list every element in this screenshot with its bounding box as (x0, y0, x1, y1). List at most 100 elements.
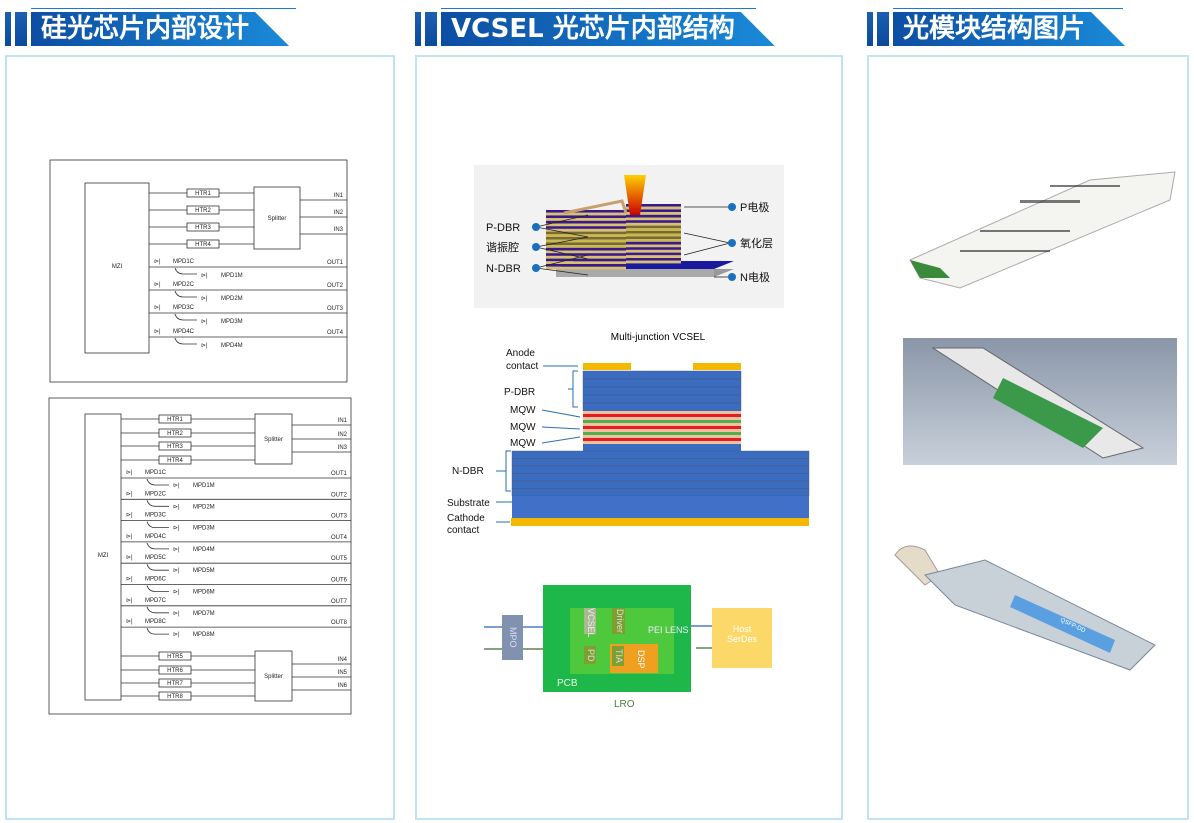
output-label: OUT1 (327, 260, 344, 266)
heater-label: HTR2 (167, 431, 183, 437)
heater-label: HTR2 (195, 208, 211, 214)
mpd-m-label: MPD7M (193, 611, 215, 617)
photodiode-icon: ⊳| (173, 504, 180, 510)
label-substrate: Substrate (447, 498, 490, 509)
label-anode: Anode (506, 348, 535, 359)
driver-block: Driver (612, 608, 625, 634)
input-label: IN4 (338, 657, 348, 663)
pei-lens-label: PEI LENS (648, 625, 689, 635)
signal-arrows (484, 625, 712, 650)
label-p-dbr: P-DBR (504, 387, 535, 398)
heater-block (158, 441, 192, 451)
output-label: OUT5 (331, 556, 348, 562)
mzi-block (84, 182, 150, 354)
output-label: OUT2 (331, 492, 348, 498)
heater-block (186, 205, 220, 215)
lro-caption: LRO (614, 699, 635, 710)
heater-label: HTR5 (167, 654, 183, 660)
pd-block: PD (584, 646, 596, 664)
schematic-frame (49, 159, 348, 383)
mpd-m-label: MPD4M (193, 547, 215, 553)
vcsel-block: VCSEL (584, 608, 596, 638)
panel-silicon-photonics (5, 55, 395, 820)
label-cathode-2: contact (447, 525, 479, 536)
photodiode-icon: ⊳| (126, 491, 133, 497)
schematic-frame (48, 397, 352, 715)
mpd-c-label: MPD1C (145, 470, 167, 476)
pcb-label: PCB (557, 678, 578, 689)
mpd-c-label: MPD5C (145, 555, 167, 561)
label-cathode: Cathode (447, 513, 485, 524)
photodiode-icon: ⊳| (154, 259, 161, 265)
input-label: IN2 (338, 432, 348, 438)
splitter-label: Splitter (268, 216, 287, 222)
heater-block (158, 678, 192, 688)
input-label: IN2 (334, 210, 344, 216)
heater-label: HTR6 (167, 668, 183, 674)
input-label: IN1 (338, 418, 348, 424)
photodiode-icon: ⊳| (173, 632, 180, 638)
mpd-m-label: MPD8M (193, 632, 215, 638)
heater-label: HTR1 (167, 417, 183, 423)
module-photo-2 (903, 338, 1177, 465)
mpd-c-label: MPD4C (173, 329, 195, 335)
splitter-block (254, 650, 293, 702)
output-label: OUT6 (331, 578, 348, 584)
tia-block: TIA (612, 646, 624, 666)
mpd-c-label: MPD6C (145, 577, 167, 583)
section-header-1: 硅光芯片内部设计 (5, 8, 305, 46)
photodiode-icon: ⊳| (126, 619, 133, 625)
mzi-block (84, 413, 122, 701)
section-header-2: VCSEL 光芯片内部结构 (415, 8, 765, 46)
mpd-c-label: MPD4C (145, 534, 167, 540)
heater-block (158, 651, 192, 661)
schematic-4ch: MZISplitterHTR1HTR2HTR3HTR4IN1IN2IN3OUT1… (48, 159, 352, 715)
section-header-3: 光模块结构图片 (867, 8, 1132, 46)
label-p-dbr: P-DBR (486, 222, 520, 234)
photodiode-icon: ⊳| (126, 470, 133, 476)
mpd-c-label: MPD2C (145, 491, 167, 497)
heater-label: HTR4 (167, 458, 183, 464)
heater-label: HTR1 (195, 191, 211, 197)
splitter-label: Splitter (264, 674, 283, 680)
photodiode-icon: ⊳| (173, 526, 180, 532)
dsp-label: DSP (636, 650, 646, 669)
photodiode-icon: ⊳| (201, 296, 208, 302)
label-mqw: MQW (510, 438, 536, 449)
heater-block (186, 188, 220, 198)
mpd-m-label: MPD4M (221, 343, 243, 349)
lro-diagram: VCSEL Driver PEI LENS PD DSP TIA PCB MPO… (474, 584, 784, 714)
label-p-electrode: P电极 (740, 200, 769, 214)
heater-label: HTR3 (167, 444, 183, 450)
photodiode-icon: ⊳| (154, 329, 161, 335)
heater-block (186, 222, 220, 232)
mpd-c-label: MPD3C (145, 513, 167, 519)
photodiode-icon: ⊳| (154, 282, 161, 288)
heater-block (158, 665, 192, 675)
output-label: OUT4 (327, 330, 344, 336)
heater-label: HTR7 (167, 681, 183, 687)
label-n-dbr: N-DBR (486, 263, 521, 275)
photodiode-icon: ⊳| (173, 590, 180, 596)
mpd-m-label: MPD3M (221, 319, 243, 325)
mpd-m-label: MPD1M (193, 483, 215, 489)
input-label: IN3 (334, 227, 344, 233)
section-title: 光模块结构图片 (893, 12, 1125, 46)
label-anode-2: contact (506, 361, 538, 372)
photodiode-icon: ⊳| (201, 343, 208, 349)
input-label: IN1 (334, 193, 344, 199)
photodiode-icon: ⊳| (126, 534, 133, 540)
heater-label: HTR4 (195, 242, 211, 248)
multijunction-vcsel-diagram: Multi-junction VCSEL Anode contact P-DBR… (447, 332, 810, 536)
vcsel-3d-diagram: P-DBR 谐振腔 N-DBR P电极 氧化层 N电极 (474, 165, 784, 308)
photodiode-icon: ⊳| (201, 319, 208, 325)
heater-block (186, 239, 220, 249)
output-label: OUT8 (331, 620, 348, 626)
output-label: OUT3 (327, 306, 344, 312)
mpd-m-label: MPD2M (221, 296, 243, 302)
output-label: OUT2 (327, 283, 344, 289)
photodiode-icon: ⊳| (126, 513, 133, 519)
label-n-dbr: N-DBR (452, 466, 484, 477)
splitter-label: Splitter (264, 437, 283, 443)
photodiode-icon: ⊳| (173, 568, 180, 574)
